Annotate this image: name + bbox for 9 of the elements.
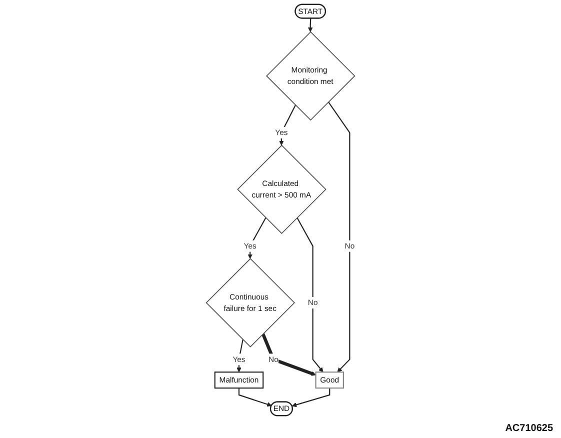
figure-code: AC710625 [505,423,553,434]
arrow [292,388,330,408]
arrow [296,217,324,372]
arrow [328,102,350,372]
arrow [261,333,316,376]
arrow [279,104,296,146]
arrow [238,388,272,407]
arrow [308,18,313,32]
arrow [248,217,266,259]
